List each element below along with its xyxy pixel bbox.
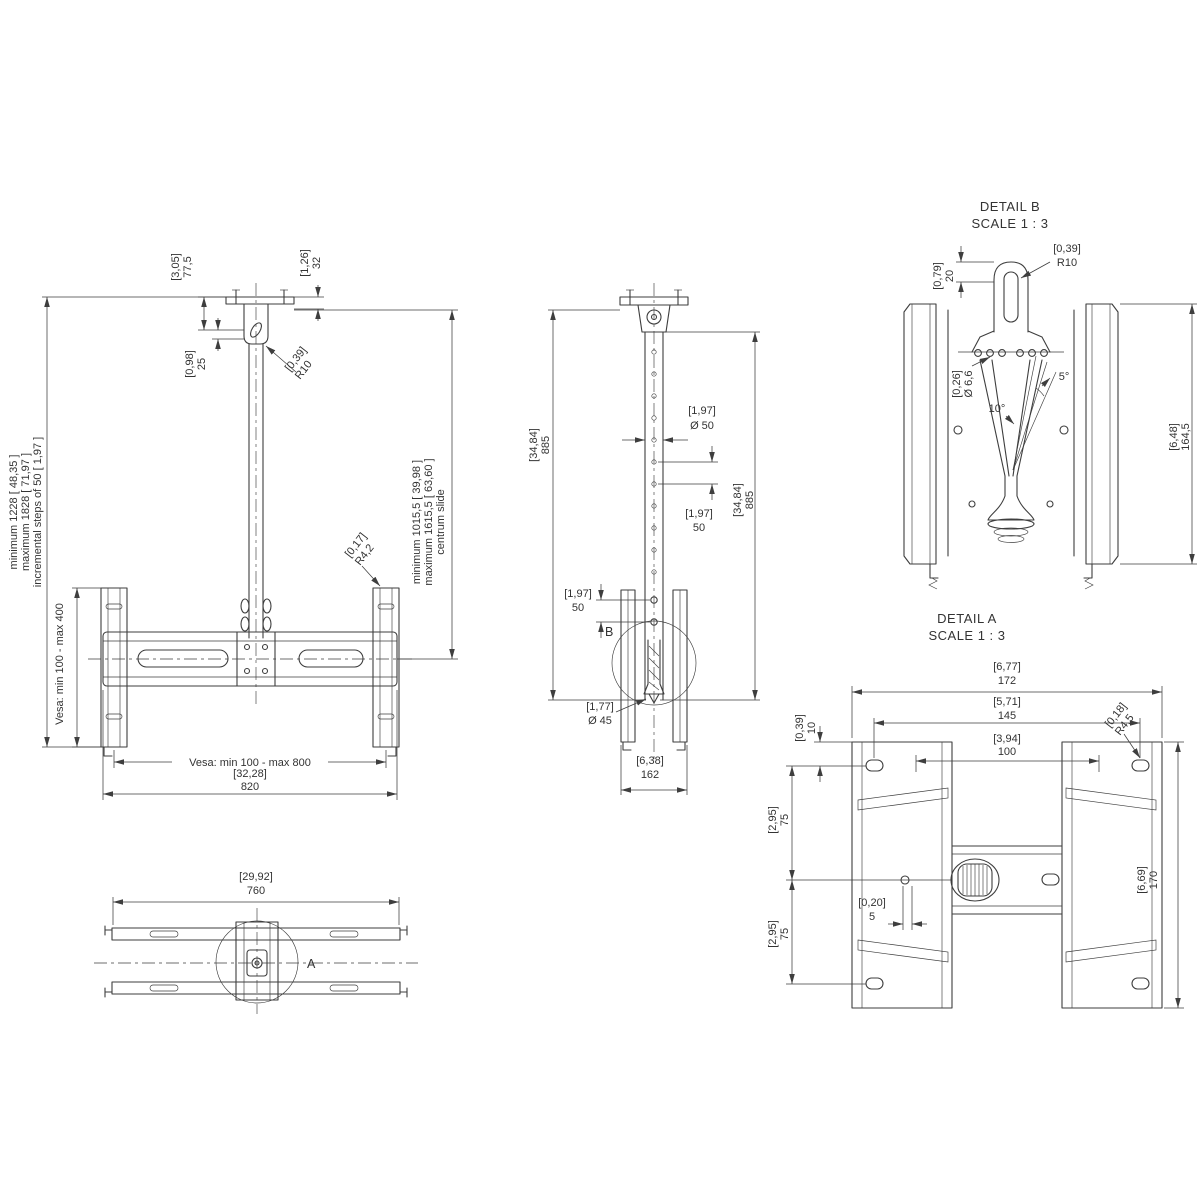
detail-a-dim-100-in: [3,94] — [993, 733, 1021, 745]
detail-b-angle-5: 5° — [1059, 371, 1070, 383]
detail-b-slot — [1003, 271, 1019, 323]
detail-a-dim-75b-mm: 75 — [779, 928, 791, 940]
detail-b-angle-10: 10° — [989, 403, 1006, 415]
detail-a-dim-145-mm: 145 — [998, 710, 1016, 722]
detail-a-dim-145-in: [5,71] — [993, 696, 1021, 708]
side-dim-d50-in: [1,97] — [688, 405, 716, 417]
front-dim-775-in: [3,05] — [170, 253, 182, 281]
side-dim-162-in: [6,38] — [636, 755, 664, 767]
detail-b-left-rail — [903, 303, 937, 565]
front-left-rail — [100, 587, 128, 748]
side-view: B [34,84] 885 [1,97] Ø 50 [34,84] 885 [1… — [528, 283, 760, 795]
front-vesa-horizontal-label: Vesa: min 100 - max 800 — [189, 757, 311, 769]
detail-a-dim-75a-mm: 75 — [779, 814, 791, 826]
detail-b-dim-20-mm: 20 — [944, 270, 956, 282]
front-dim-775-mm: 77,5 — [182, 256, 194, 277]
detail-a-dim-5-in: [0,20] — [858, 897, 886, 909]
bottom-dim-760-in: [29,92] — [239, 871, 273, 883]
front-vesa-vertical-label: Vesa: min 100 - max 400 — [54, 603, 66, 725]
front-ceiling-plate — [225, 296, 295, 305]
detail-a-right-plate — [1061, 741, 1163, 1009]
side-dim-885R-in: [34,84] — [732, 483, 744, 517]
front-height-note-line1: minimum 1228 [ 48,35 ] — [8, 455, 20, 570]
detail-b-dim-20-in: [0,79] — [932, 262, 944, 290]
detail-a-callout-circle — [215, 920, 299, 1004]
front-dim-32-in: [1,26] — [299, 249, 311, 277]
side-dim-162-mm: 162 — [641, 769, 659, 781]
detail-a-dim-10-in: [0,39] — [794, 714, 806, 742]
detail-a-dim-75a-in: [2,95] — [767, 806, 779, 834]
front-view: minimum 1228 [ 48,35 ] maximum 1828 [ 71… — [8, 249, 458, 800]
side-dim-50R-mm: 50 — [693, 522, 705, 534]
detail-b-dim-r10-mm: R10 — [1057, 257, 1077, 269]
side-dim-d45-in: [1,77] — [586, 701, 614, 713]
detail-a-dim-5-mm: 5 — [869, 911, 875, 923]
front-right-rail — [372, 587, 400, 748]
front-dim-32-mm: 32 — [311, 257, 323, 269]
detail-b-callout-circle — [611, 620, 697, 706]
detail-b-funnel — [987, 475, 1035, 521]
detail-a-left-plate — [851, 741, 953, 1009]
detail-a-dim-100-mm: 100 — [998, 746, 1016, 758]
detail-a-dim-75b-in: [2,95] — [767, 920, 779, 948]
side-dim-50R-in: [1,97] — [685, 508, 713, 520]
detail-a-dim-172-in: [6,77] — [993, 661, 1021, 673]
detail-a-dim-170-mm: 170 — [1148, 871, 1160, 889]
detail-b-dim-1645-mm: 164,5 — [1180, 423, 1192, 451]
detail-a-view: DETAIL A SCALE 1 : 3 [ — [767, 611, 1184, 1009]
side-dim-d50-mm: Ø 50 — [690, 420, 714, 432]
front-slide-note-line1: minimum 1015,5 [ 39,98 ] — [411, 460, 423, 584]
detail-b-title: DETAIL B — [980, 199, 1040, 214]
side-dim-d45-mm: Ø 45 — [588, 715, 612, 727]
front-slide-note-line2: maximum 1615,5 [ 63,60 ] — [423, 458, 435, 585]
front-dim-820-mm: 820 — [241, 781, 259, 793]
detail-b-dim-r10-in: [0,39] — [1053, 243, 1081, 255]
detail-b-dim-1645-in: [6,48] — [1168, 423, 1180, 451]
detail-b-view: DETAIL B SCALE 1 : 3 — [903, 199, 1197, 590]
detail-b-dim-66-mm: Ø 6,6 — [963, 371, 975, 398]
side-dim-50L-in: [1,97] — [564, 588, 592, 600]
side-dim-50L-mm: 50 — [572, 602, 584, 614]
front-dim-25-in: [0,98] — [184, 350, 196, 378]
detail-a-dim-170-in: [6,69] — [1136, 866, 1148, 894]
front-height-note-line2: maximum 1828 [ 71,97 ] — [20, 453, 32, 571]
side-slide-section — [643, 639, 665, 695]
front-slide-note-line3: centrum slide — [435, 489, 447, 554]
detail-a-dim-10-mm: 10 — [806, 722, 818, 734]
front-height-note-line3: incremental steps of 50 [ 1,97 ] — [32, 437, 44, 587]
front-knuckle — [243, 303, 269, 345]
detail-b-dim-66-in: [0,26] — [951, 370, 963, 398]
side-dim-885L-in: [34,84] — [528, 428, 540, 462]
detail-b-right-rail — [1085, 303, 1119, 565]
detail-b-marker: B — [605, 625, 613, 639]
detail-a-scale: SCALE 1 : 3 — [928, 628, 1005, 643]
bottom-dim-760-mm: 760 — [247, 885, 265, 897]
detail-b-scale: SCALE 1 : 3 — [971, 216, 1048, 231]
detail-a-dim-172-mm: 172 — [998, 675, 1016, 687]
detail-a-title: DETAIL A — [937, 611, 997, 626]
side-dim-885L-mm: 885 — [540, 436, 552, 454]
bottom-rail-top — [111, 927, 401, 941]
bottom-rail-bottom — [111, 981, 401, 995]
side-dim-885R-mm: 885 — [744, 491, 756, 509]
front-dim-25-mm: 25 — [196, 358, 208, 370]
front-dim-820-in: [32,28] — [233, 768, 267, 780]
detail-a-marker: A — [307, 957, 316, 971]
bottom-view: [29,92] 760 A — [94, 871, 418, 1014]
